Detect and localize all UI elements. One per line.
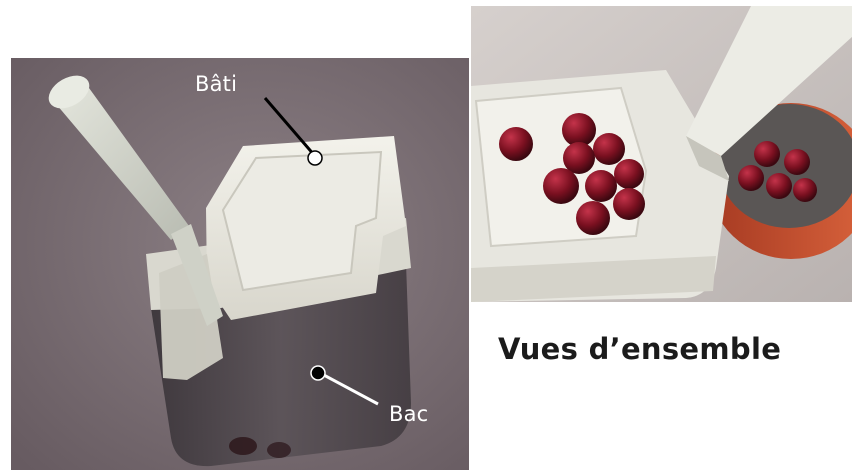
label-frame-bati: Bâti	[195, 72, 238, 96]
cherry-in-tray-2	[267, 442, 291, 458]
pitter-lower	[471, 256, 716, 302]
pitter-illustration-right	[471, 6, 852, 302]
cherries-in-bowl	[738, 141, 817, 202]
plunger-arm	[686, 6, 852, 156]
plunger-rod	[171, 224, 223, 326]
pitter-illustration-left	[11, 58, 469, 470]
plunger-handle	[51, 85, 189, 241]
cherries-in-pitter	[499, 113, 645, 235]
product-photo-left	[11, 58, 469, 470]
label-container-bac: Bac	[389, 402, 429, 426]
handle-cap	[48, 75, 90, 109]
frame-inner-well	[221, 150, 383, 292]
product-photo-right	[471, 6, 852, 302]
plunger-shade	[686, 136, 729, 181]
section-heading: Vues d’ensemble	[498, 332, 782, 366]
cherry-in-tray	[229, 437, 257, 455]
